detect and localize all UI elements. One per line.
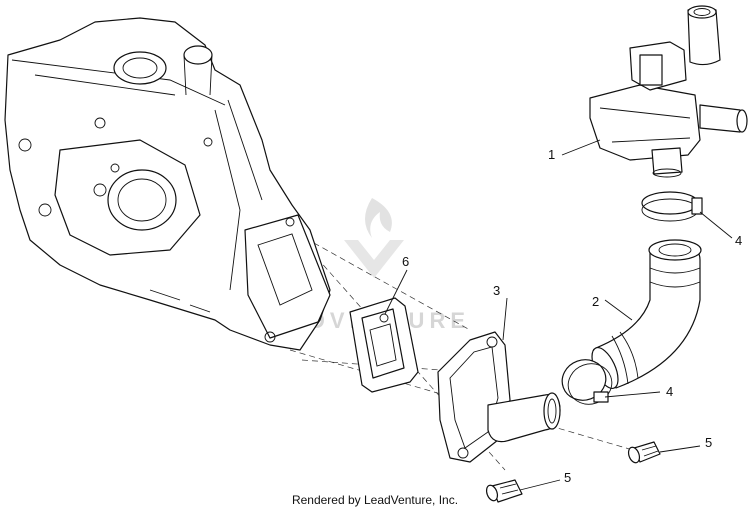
callout-3: 3 — [493, 283, 500, 298]
bolt-part-5-right — [627, 441, 661, 464]
valve-part-1 — [589, 5, 748, 178]
leader-lines — [384, 139, 733, 491]
engine-block-assembly — [4, 17, 331, 351]
hose-part-2 — [591, 239, 702, 389]
callout-6: 6 — [402, 254, 409, 269]
callout-5-bottom: 5 — [564, 470, 571, 485]
hose-clamp-part-4-upper — [641, 191, 703, 222]
elbow-fitting-part-3 — [437, 331, 561, 463]
gasket-part-6 — [349, 297, 419, 393]
callout-5-right: 5 — [705, 435, 712, 450]
callout-2: 2 — [592, 294, 599, 309]
callout-1: 1 — [548, 147, 555, 162]
callout-4-upper: 4 — [735, 233, 742, 248]
hose-clamp-part-4-lower — [561, 359, 613, 405]
callout-4-lower: 4 — [666, 384, 673, 399]
bolt-part-5-bottom — [485, 479, 523, 503]
footer-credit: Rendered by LeadVenture, Inc. — [291, 493, 459, 507]
